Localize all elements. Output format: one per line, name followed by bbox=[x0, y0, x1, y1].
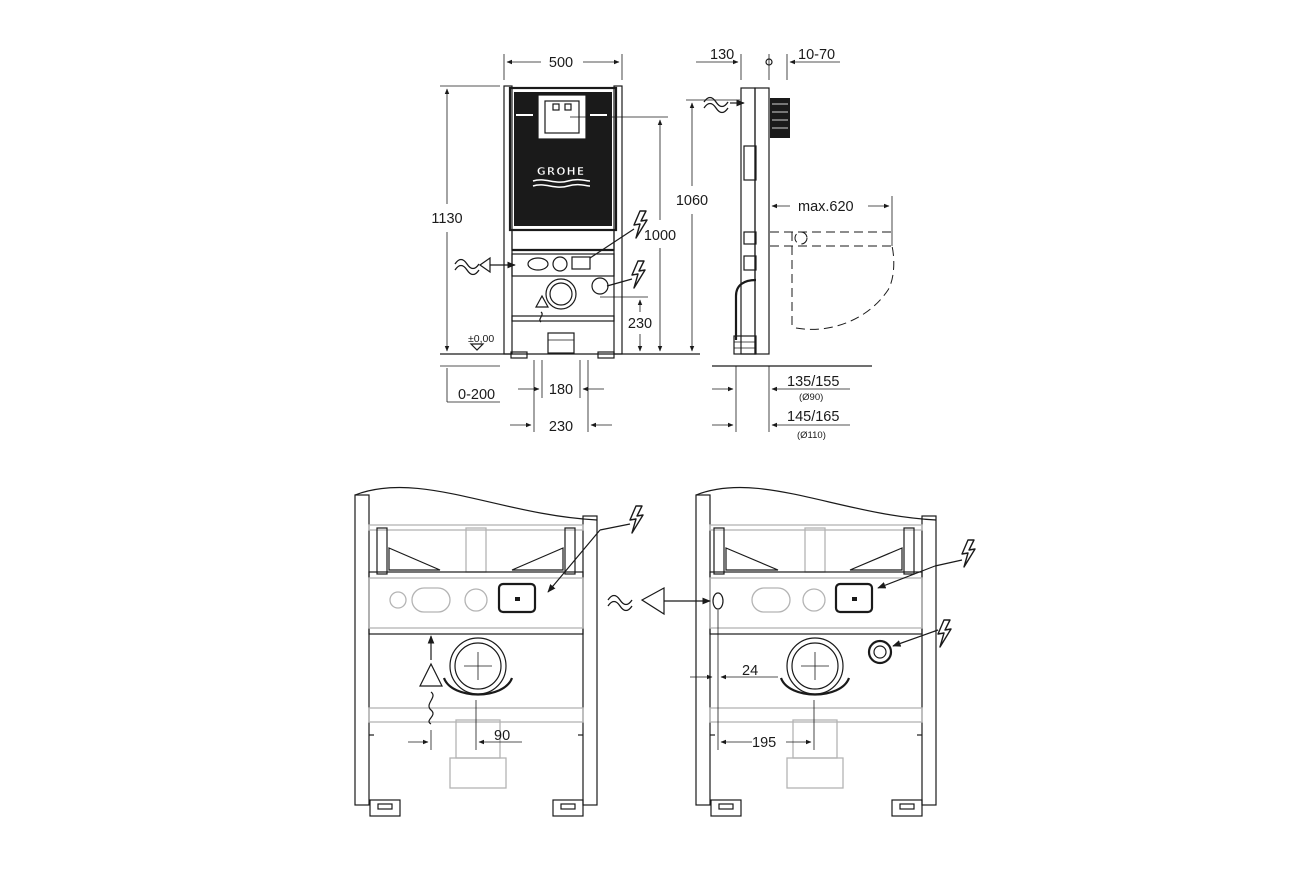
brand-logo: GROHE bbox=[537, 165, 586, 178]
detail-right-socket bbox=[834, 582, 874, 614]
side-frame bbox=[740, 87, 756, 355]
power-socket bbox=[591, 277, 609, 295]
dim-total-height: 1130 bbox=[431, 211, 462, 227]
detail-left-upright-r bbox=[582, 515, 598, 806]
dim-outlet-height: 230 bbox=[628, 316, 652, 332]
detail-left-crossbar bbox=[368, 571, 584, 635]
water-supply-icon bbox=[454, 258, 480, 276]
detail-right-upright-r bbox=[921, 515, 937, 806]
dim-outlet-90-diameter: (Ø90) bbox=[799, 392, 823, 403]
water-inlet bbox=[712, 592, 724, 610]
side-view: 130 10-70 1060 max.620 135/155 (Ø90) 145… bbox=[676, 47, 895, 441]
detail-left-socket bbox=[497, 582, 537, 614]
dim-outlet-spacing: 180 bbox=[549, 382, 573, 398]
dim-water-inlet: 24 bbox=[742, 663, 758, 679]
electric-supply-icon bbox=[631, 260, 646, 289]
dim-wall-range: 10-70 bbox=[798, 47, 835, 63]
dim-button-height: 1000 bbox=[644, 228, 676, 244]
dim-center-offset: 195 bbox=[752, 735, 776, 751]
detail-right-crossbar bbox=[709, 571, 923, 635]
front-view: GROHE 500 bbox=[431, 54, 700, 435]
electric-supply-icon bbox=[629, 505, 644, 534]
detail-right-power-outlet bbox=[867, 639, 893, 665]
dim-side-height: 1060 bbox=[676, 193, 708, 209]
water-supply-icon bbox=[607, 594, 633, 612]
floor-level-label: ±0,00 bbox=[468, 333, 494, 345]
dim-outlet-90: 135/155 bbox=[787, 374, 839, 390]
dim-floor-range: 0-200 bbox=[458, 387, 495, 403]
detail-left: 90 bbox=[354, 486, 644, 817]
detail-right: 24 195 bbox=[607, 486, 976, 817]
dim-outlet-110-diameter: (Ø110) bbox=[797, 430, 826, 441]
dim-detail-offset: 90 bbox=[494, 728, 510, 744]
dim-outlet-110: 145/165 bbox=[787, 409, 839, 425]
dim-bottom-width: 230 bbox=[549, 419, 573, 435]
dim-width: 500 bbox=[549, 55, 573, 71]
dim-frame-depth: 130 bbox=[710, 47, 734, 63]
wall-section bbox=[754, 87, 770, 355]
side-drain-bend bbox=[734, 278, 757, 340]
drain-pipe bbox=[547, 332, 575, 354]
dim-bowl-projection: max.620 bbox=[798, 199, 854, 215]
electric-supply-icon bbox=[961, 539, 976, 568]
detail-left-upright-l bbox=[354, 494, 370, 806]
electric-supply-icon bbox=[937, 619, 952, 648]
drain-outlet bbox=[545, 278, 577, 310]
detail-right-upright-l bbox=[695, 494, 711, 806]
